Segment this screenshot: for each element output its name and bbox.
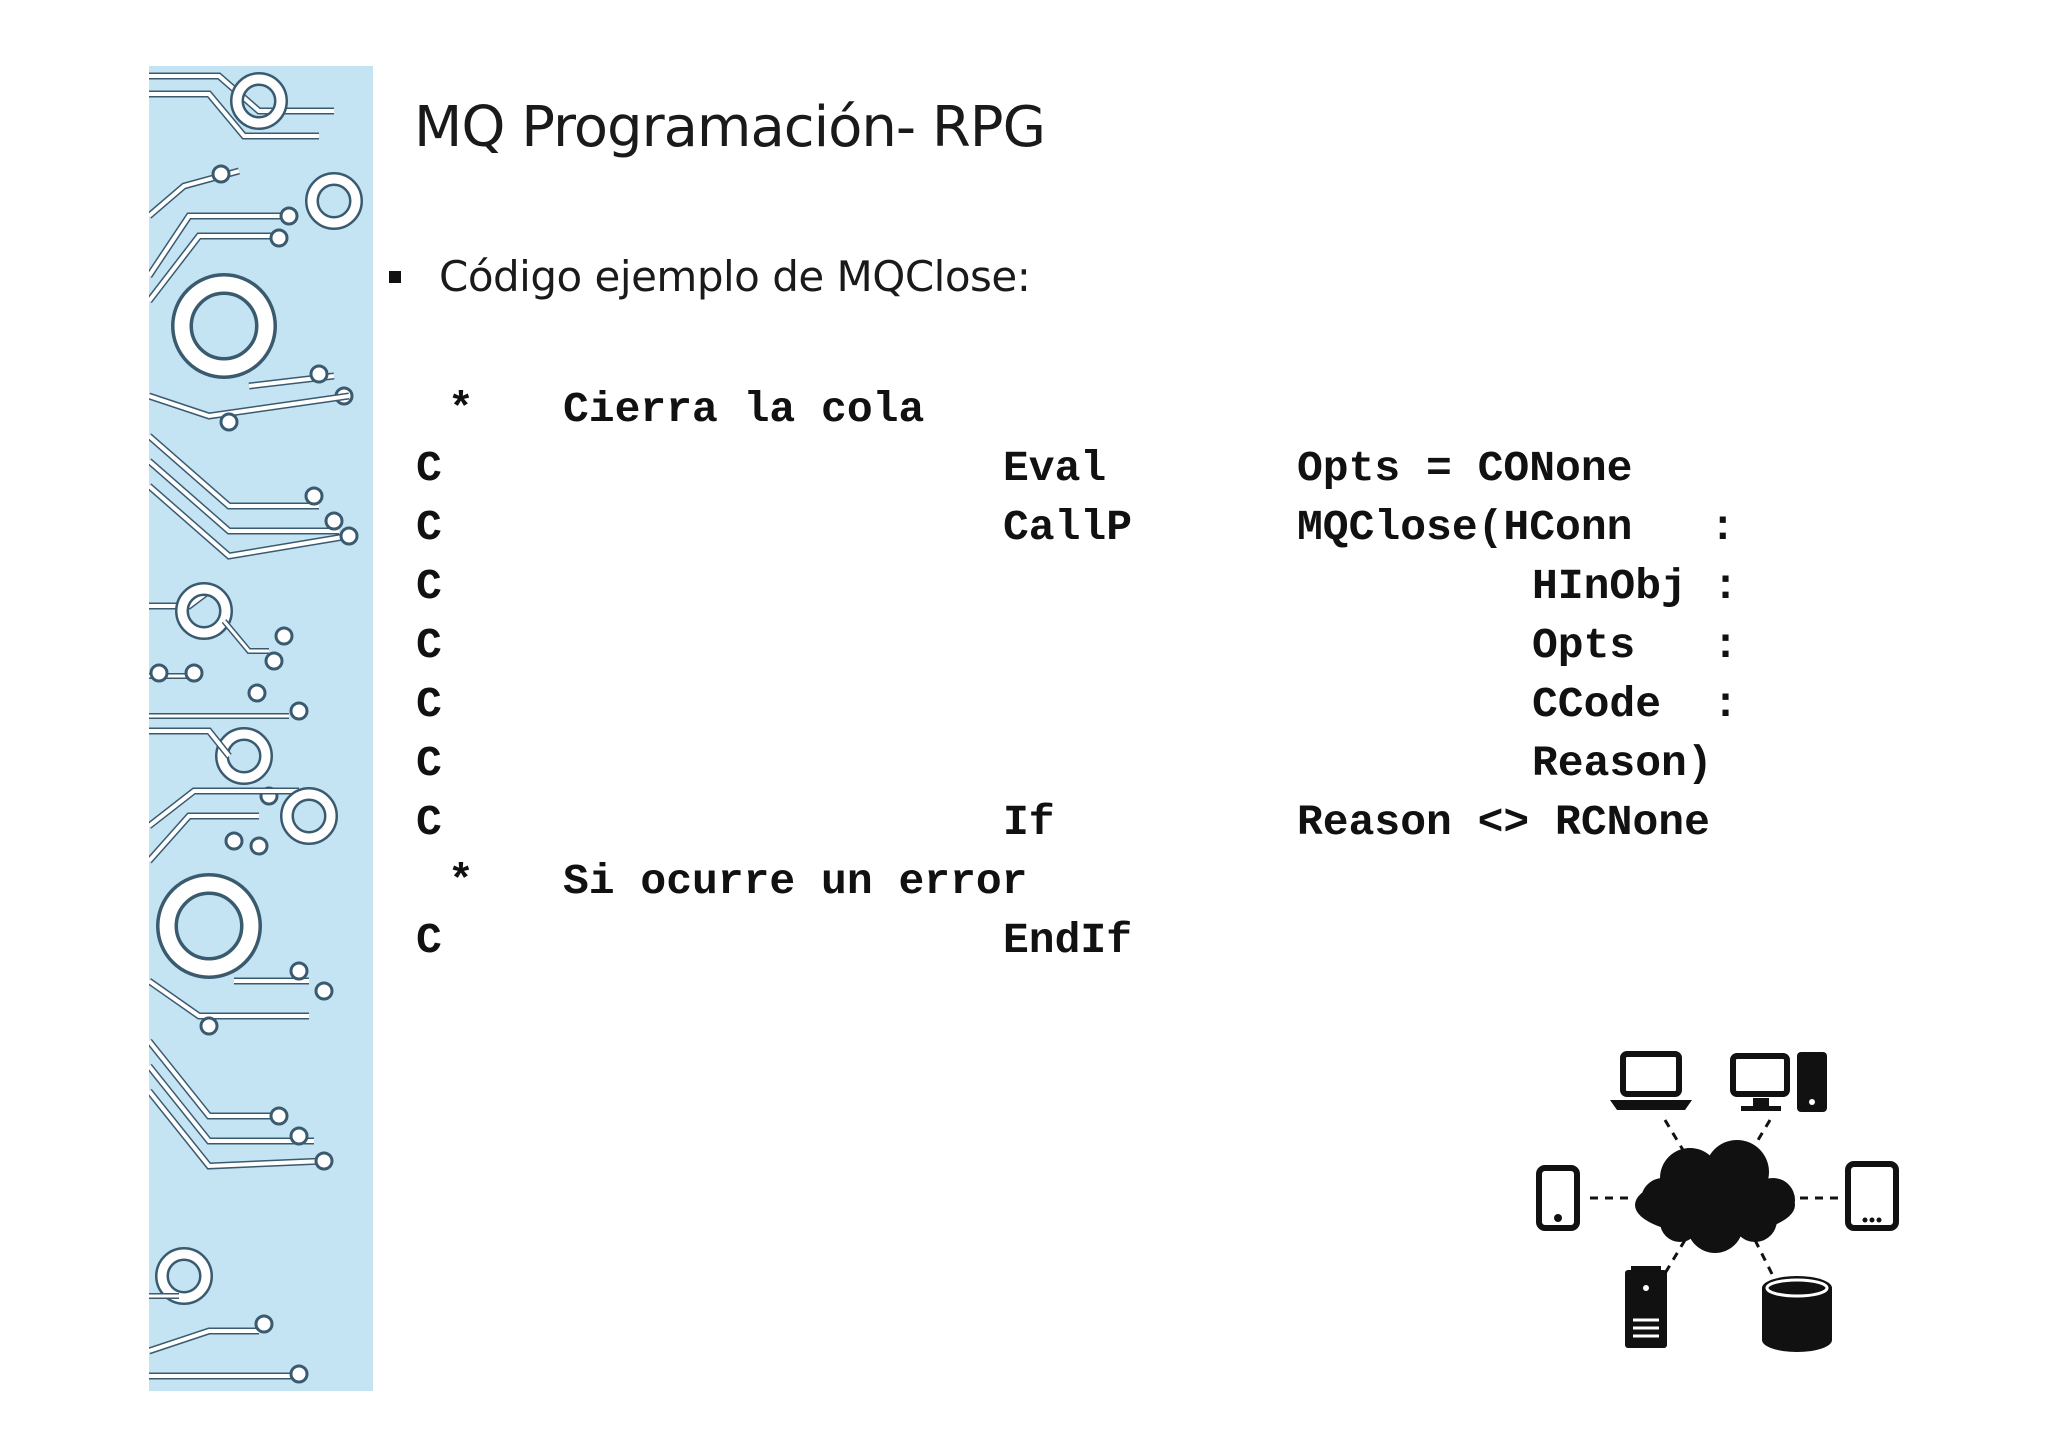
circuit-board-decoration (149, 66, 373, 1391)
bullet-item: Código ejemplo de MQClose: (389, 252, 1031, 301)
laptop-icon (1610, 1051, 1692, 1110)
code-opcode: If (1003, 798, 1055, 847)
code-spec: C (416, 798, 442, 847)
bullet-square-icon (389, 270, 401, 283)
cloud-icon (1635, 1140, 1795, 1253)
code-opcode: EndIf (1003, 916, 1133, 965)
comment-text: Si ocurre un error (563, 857, 1028, 906)
code-factor: Reason <> RCNone (1297, 798, 1710, 847)
code-spec: C (416, 739, 442, 788)
code-factor: MQClose(HConn : (1297, 503, 1736, 552)
code-spec: C (416, 503, 442, 552)
tablet-icon (1845, 1161, 1899, 1231)
code-opcode: Eval (1003, 444, 1107, 493)
bullet-text: Código ejemplo de MQClose: (439, 252, 1031, 301)
code-spec: C (416, 444, 442, 493)
code-spec: C (416, 916, 442, 965)
code-spec: C (416, 621, 442, 670)
code-factor: Opts = CONone (1297, 444, 1633, 493)
comment-text: Cierra la cola (563, 385, 925, 434)
code-spec: C (416, 680, 442, 729)
code-factor: HInObj : (1532, 562, 1739, 611)
desktop-icon (1730, 1052, 1827, 1112)
cloud-network-illustration (1515, 1040, 1915, 1360)
comment-marker: * (448, 385, 474, 434)
code-factor: Reason) (1532, 739, 1713, 788)
code-factor: CCode : (1532, 680, 1739, 729)
comment-marker: * (448, 857, 474, 906)
code-spec: C (416, 562, 442, 611)
page-title: MQ Programación- RPG (414, 95, 1046, 160)
code-factor: Opts : (1532, 621, 1739, 670)
database-icon (1762, 1276, 1832, 1352)
code-opcode: CallP (1003, 503, 1133, 552)
circuit-pattern-icon (149, 66, 373, 1384)
server-icon (1625, 1266, 1667, 1348)
phone-icon (1536, 1165, 1580, 1231)
cloud-network-icon (1536, 1051, 1899, 1352)
